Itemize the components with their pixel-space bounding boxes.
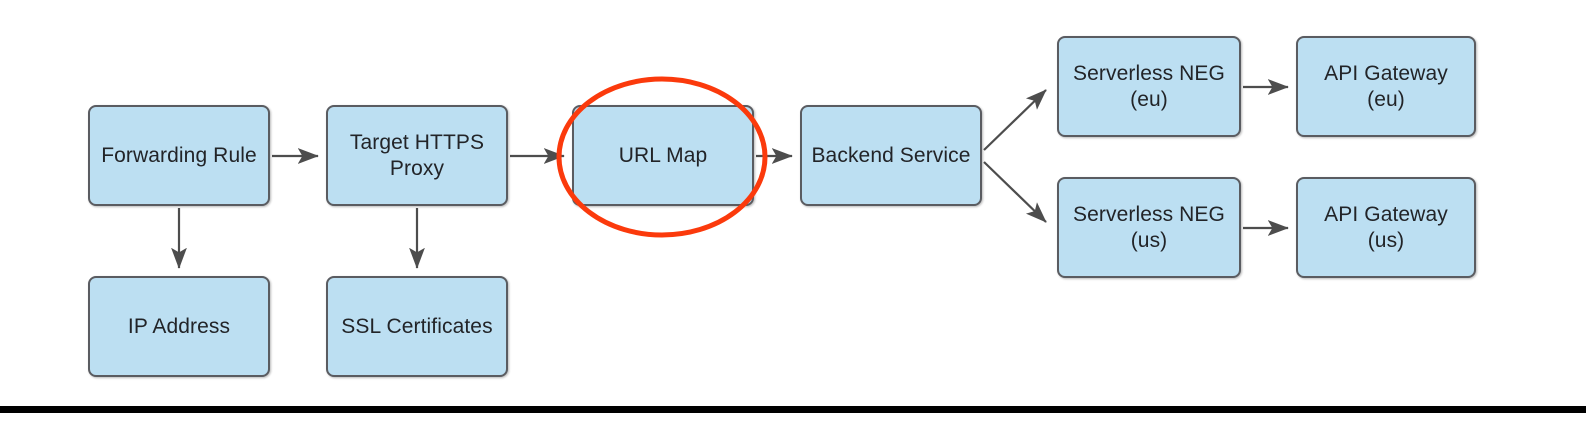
edge-backend-service-to-serverless-neg-eu	[983, 89, 1047, 151]
node-url-map[interactable]: URL Map	[572, 105, 754, 206]
node-serverless-neg-us[interactable]: Serverless NEG (us)	[1057, 177, 1241, 278]
node-target-https-proxy[interactable]: Target HTTPS Proxy	[326, 105, 508, 206]
node-forwarding-rule[interactable]: Forwarding Rule	[88, 105, 270, 206]
node-api-gateway-us[interactable]: API Gateway (us)	[1296, 177, 1476, 278]
edge-backend-service-to-serverless-neg-us	[983, 161, 1047, 223]
node-serverless-neg-eu[interactable]: Serverless NEG (eu)	[1057, 36, 1241, 137]
bottom-divider-bar	[0, 406, 1586, 413]
node-ip-address[interactable]: IP Address	[88, 276, 270, 377]
node-backend-service[interactable]: Backend Service	[800, 105, 982, 206]
node-api-gateway-eu[interactable]: API Gateway (eu)	[1296, 36, 1476, 137]
node-ssl-certificates[interactable]: SSL Certificates	[326, 276, 508, 377]
